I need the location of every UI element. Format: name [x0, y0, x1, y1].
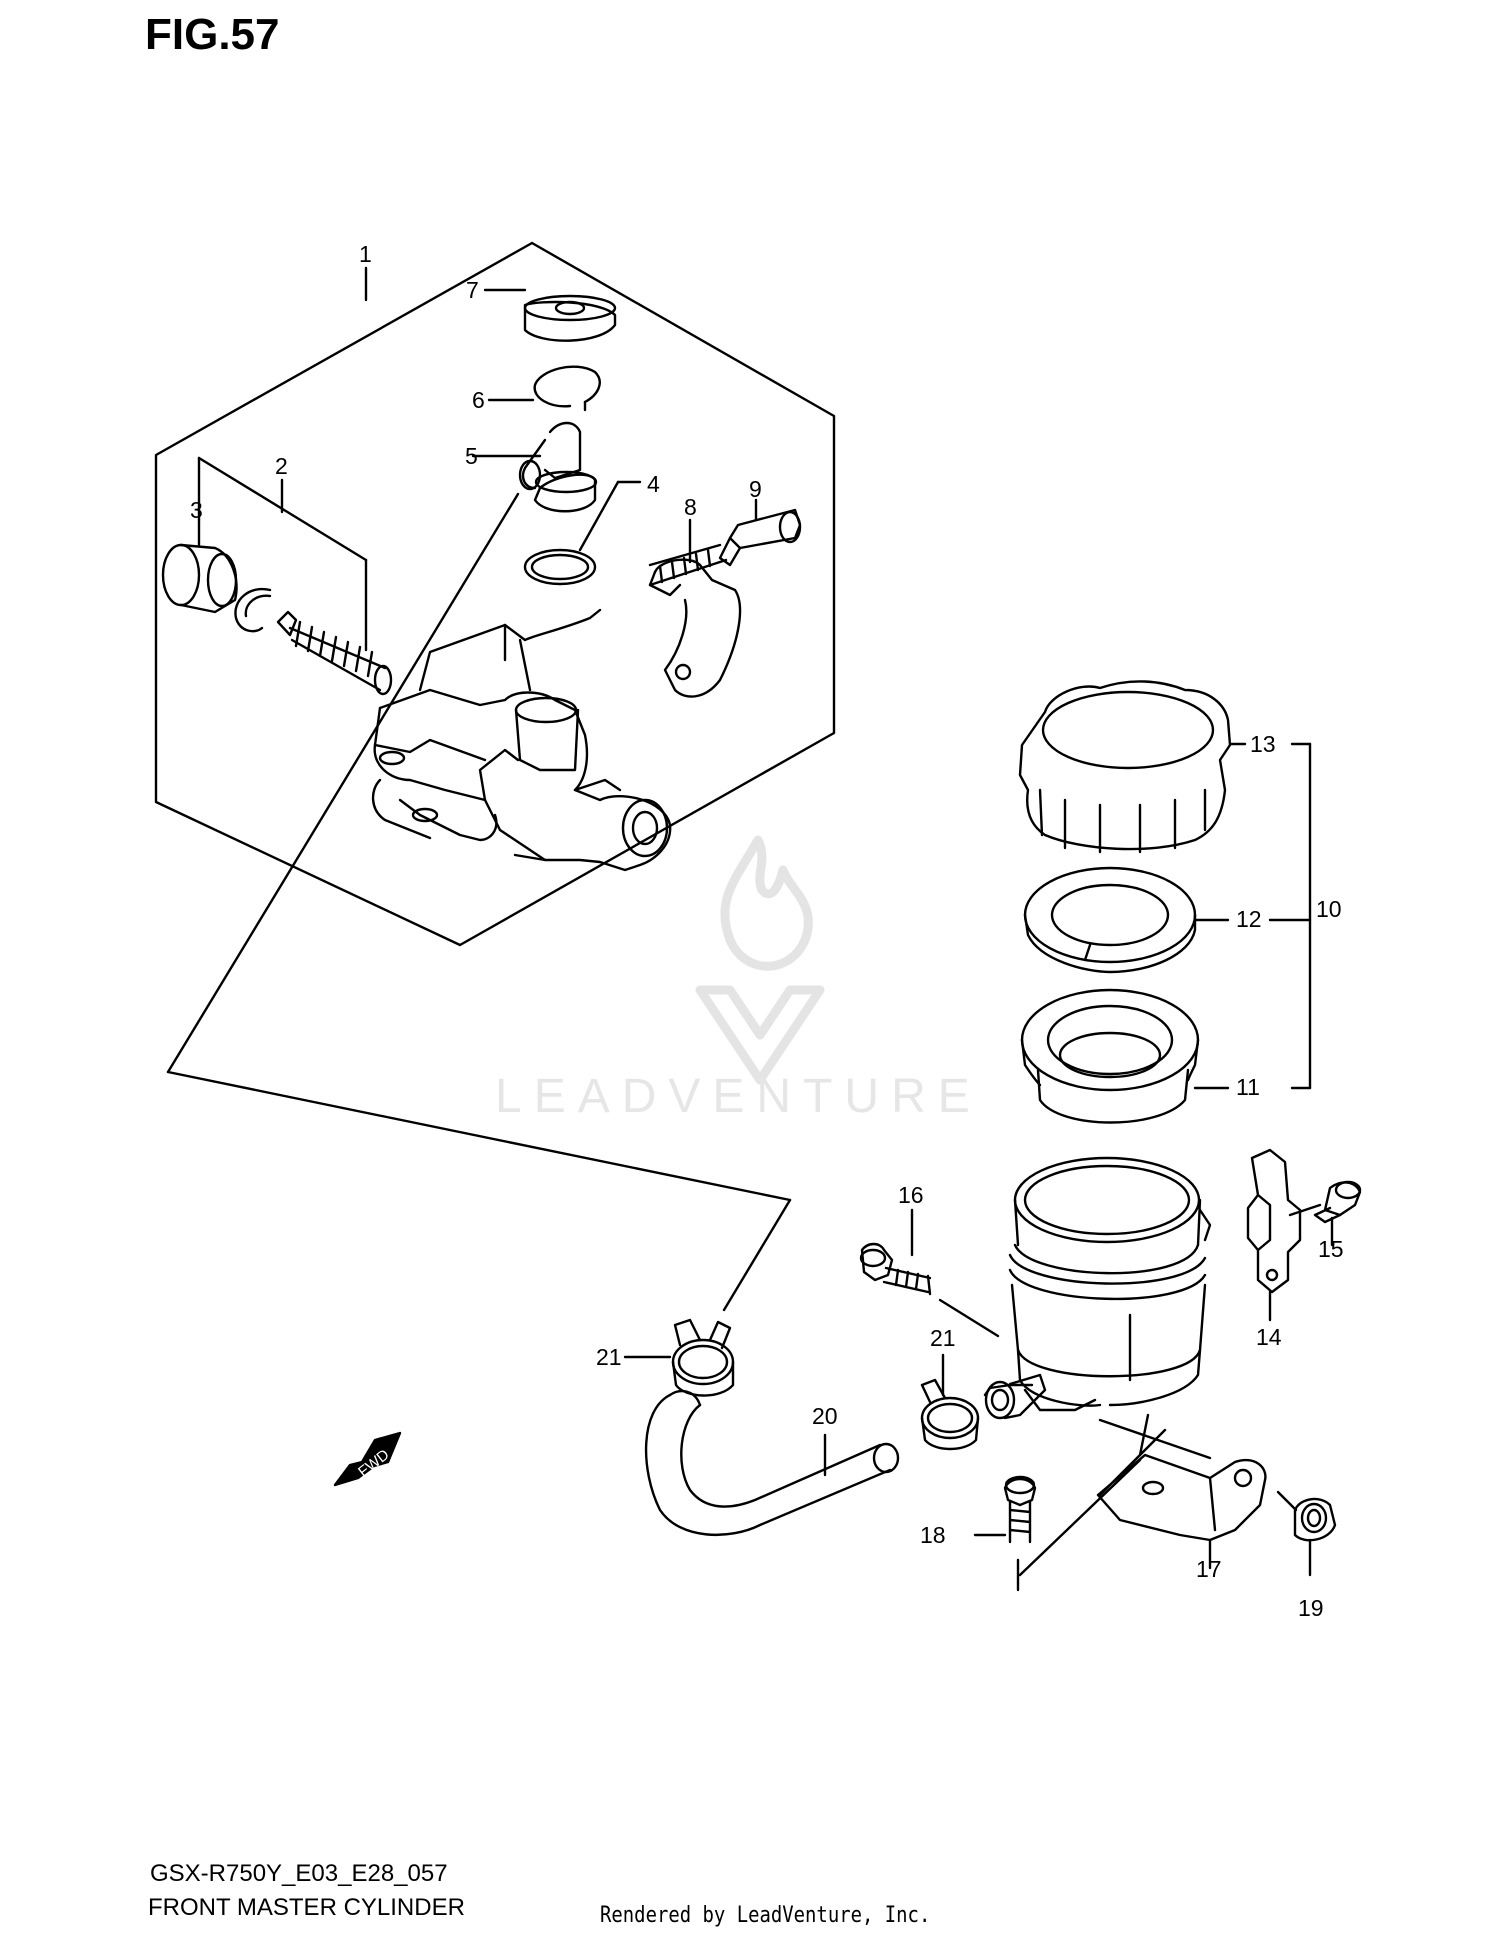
- bracket-nut-part: [1276, 1490, 1337, 1577]
- callout-17: 17: [1196, 1556, 1222, 1582]
- figure-title: FIG.57: [145, 10, 280, 59]
- callout-5: 5: [465, 443, 478, 469]
- piston-cup-part: [161, 518, 238, 614]
- piston-set-bracket: [197, 456, 368, 652]
- reservoir-body-part: [983, 1156, 1212, 1420]
- callout-21-right: 21: [930, 1325, 956, 1351]
- hose-clamp-left-part: [623, 1318, 735, 1397]
- o-ring-part: [523, 480, 642, 586]
- model-code: GSX-R750Y_E03_E28_057: [150, 1860, 448, 1887]
- section-name: FRONT MASTER CYLINDER: [148, 1894, 465, 1921]
- callout-18: 18: [920, 1522, 946, 1548]
- forward-arrow: FWD: [333, 1431, 402, 1487]
- reservoir-cap-part: [1018, 680, 1247, 854]
- master-cylinder-kit-outline: [154, 241, 836, 947]
- callout-15: 15: [1318, 1236, 1344, 1262]
- piston-circlip-part: [234, 587, 272, 633]
- callout-7: 7: [466, 277, 479, 303]
- callout-21-left: 21: [596, 1344, 622, 1370]
- watermark: LEADVENTURE: [495, 835, 982, 1123]
- hose-clamp-right-part: [920, 1353, 980, 1451]
- callout-9: 9: [749, 476, 762, 502]
- piston-spring-part: [276, 610, 393, 696]
- handlebar-clamp-part: [648, 518, 742, 698]
- lower-bracket-part: [1096, 1413, 1267, 1570]
- clamp-bolt-part: [648, 498, 802, 587]
- callout-3: 3: [190, 497, 203, 523]
- callout-8: 8: [684, 494, 697, 520]
- callout-6: 6: [472, 387, 485, 413]
- rendered-by-credit: Rendered by LeadVenture, Inc.: [600, 1903, 931, 1928]
- callout-13: 13: [1250, 731, 1276, 757]
- callout-11: 11: [1236, 1074, 1260, 1100]
- callout-16: 16: [898, 1182, 924, 1208]
- bracket-bolt-part: [973, 1458, 1142, 1592]
- callout-10: 10: [1316, 896, 1342, 922]
- reservoir-set-bracket: [1268, 742, 1312, 1090]
- bracket-screw-part: [1313, 1180, 1362, 1247]
- hose-circlip-part: [487, 365, 601, 412]
- callout-12: 12: [1236, 906, 1262, 932]
- callout-1: 1: [359, 241, 372, 267]
- callout-4: 4: [647, 471, 660, 497]
- master-cylinder-body-part: [371, 608, 672, 872]
- diaphragm-part: [1020, 988, 1230, 1124]
- hose-cap-part: [483, 288, 617, 342]
- callout-20: 20: [812, 1403, 838, 1429]
- reservoir-hose-part: [644, 1389, 900, 1536]
- hose-routing-line: [166, 492, 792, 1312]
- watermark-logo: [695, 835, 825, 1085]
- watermark-text: LEADVENTURE: [495, 1070, 982, 1123]
- reservoir-bolt-part: [859, 1208, 1000, 1338]
- reservoir-bracket-part: [1246, 1148, 1322, 1322]
- hose-joint-part: [471, 421, 598, 513]
- callout-19: 19: [1298, 1595, 1324, 1621]
- diaphragm-plate-part: [1023, 866, 1230, 974]
- callout-14: 14: [1256, 1324, 1282, 1350]
- callout-2: 2: [275, 453, 288, 479]
